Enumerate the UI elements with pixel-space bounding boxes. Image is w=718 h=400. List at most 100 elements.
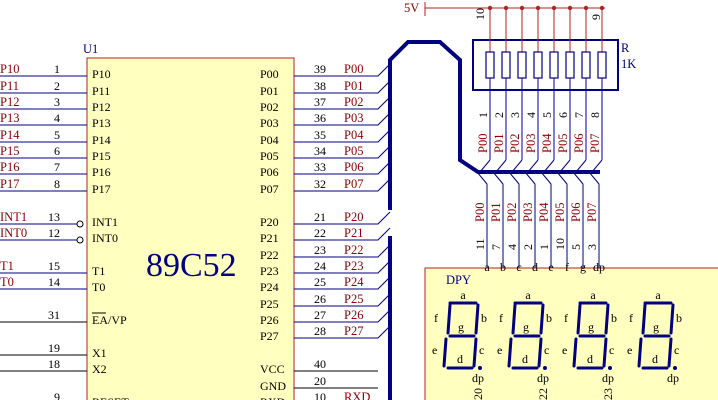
segment-label: a [590,288,596,302]
pin-wire [294,293,391,307]
pin-name: P10 [92,67,111,81]
mcu-pin-reset: 9RESET [54,390,129,400]
segment-dp [608,366,612,370]
resistor-pin-number: 5 [540,112,554,118]
segment-label: e [432,343,437,357]
display-pin-number: 3 [585,244,599,250]
segment-label: c [544,343,549,357]
net-label: P20 [344,210,363,224]
pin-wire [294,63,391,77]
segment-label: b [500,260,506,274]
net-label: RXD [344,390,370,400]
net-label: P17 [0,177,19,191]
pin-number: 34 [314,144,326,158]
segment-label: g [588,320,594,334]
segment-label: b [676,311,682,325]
segment-label: f [434,311,438,325]
net-label: P01 [489,203,503,222]
segment-label: b [481,311,487,325]
pin-number: 39 [314,62,326,76]
mcu-ref: U1 [83,42,98,56]
segment-b [474,303,480,335]
pin-name: P11 [92,84,110,98]
net-label: T1 [0,259,14,273]
pin-number: 13 [48,210,60,224]
pin-wire [294,309,391,323]
net-label: P26 [344,308,363,322]
pin-wire [294,145,391,159]
segment-label: a [484,260,490,274]
net-label: P01 [344,79,363,93]
segment-e [572,337,578,368]
pin-wire [294,80,391,94]
resistor-pin-number: 7 [572,112,586,118]
display-body [424,267,718,400]
bus-entry [492,171,504,185]
pin-number: 24 [314,259,326,273]
pin-name: P14 [92,133,111,147]
display-common-pin: 20 [471,388,485,400]
segment-label: f [629,311,633,325]
segment-dp [543,366,547,370]
segment-label: g [580,260,586,274]
segment-label: d [532,260,538,274]
net-label: P07 [344,177,363,191]
net-label: P02 [508,134,522,153]
segment-label: e [497,343,502,357]
segment-label: c [516,260,521,274]
display-pin-number: 2 [521,244,535,250]
mcu-pin-rxd: RXD10RXD [260,390,370,400]
junction-dot [535,5,541,11]
bus-entry [543,159,555,173]
display-ref: DPY [446,273,471,287]
pin-name: P21 [260,231,279,245]
resistor-pin-number: 3 [508,112,522,118]
segment-c [472,337,478,368]
junction-dot [487,5,493,11]
bus-entry [572,171,584,185]
segment-label: dp [537,371,549,385]
pin-name: INT1 [92,215,118,229]
junction-dot [599,5,605,11]
segment-b [604,303,610,335]
resistor-pin-number: 4 [524,112,538,118]
pin-wire [294,178,391,192]
segment-label: g [653,320,659,334]
resistor-value: 1K [621,57,636,71]
segment-label: d [587,352,593,366]
pin-wire [294,161,391,175]
pin-name: P23 [260,264,279,278]
net-label: P14 [0,128,20,142]
bus-entry [556,171,568,185]
segment-f [511,303,517,335]
net-label: P15 [0,144,19,158]
pin-name: GND [260,379,286,393]
net-label: P13 [0,111,19,125]
pin-wire [294,112,391,126]
pin-number: 18 [48,357,60,371]
pin-number: 25 [314,275,326,289]
power-line [424,2,605,16]
pin-number: 9 [54,390,60,400]
pin-wire [294,211,391,225]
display-pin-number: 4 [505,244,519,250]
net-label: P07 [588,134,602,153]
pin-name: P02 [260,100,279,114]
pin-number: 40 [314,357,326,371]
segment-label: d [652,352,658,366]
